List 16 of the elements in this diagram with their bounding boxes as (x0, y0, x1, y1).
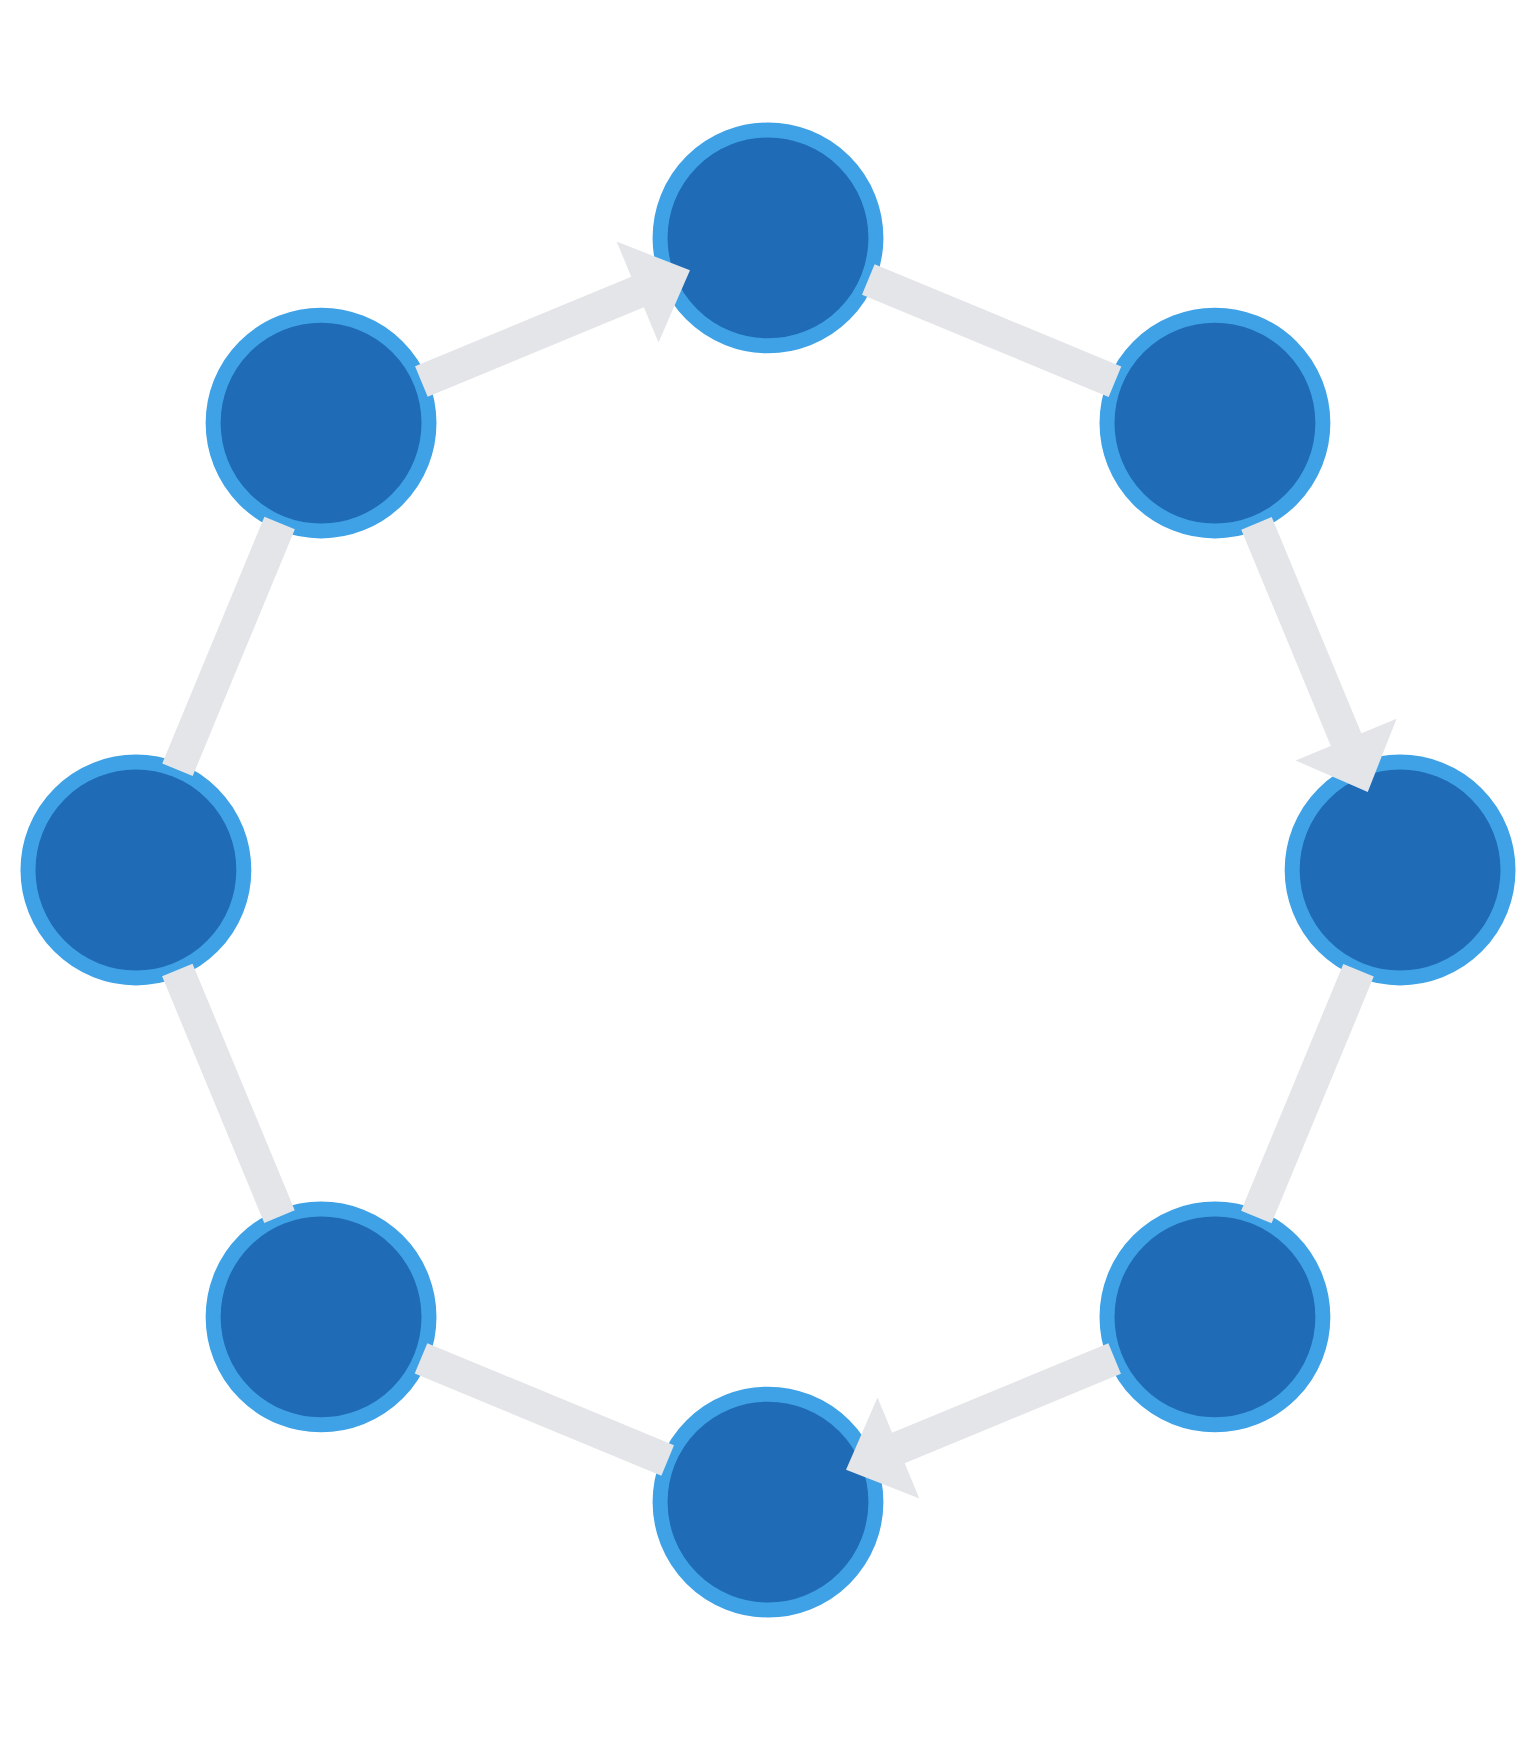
node-circle (652, 1386, 884, 1618)
node-circle (205, 307, 437, 539)
connector (162, 516, 295, 776)
connector (862, 264, 1122, 397)
arrow (415, 241, 690, 397)
node-circle (1099, 1201, 1331, 1433)
node-circle (1284, 754, 1516, 986)
node-circle (652, 122, 884, 354)
arrow (1241, 517, 1397, 792)
connector (162, 963, 295, 1223)
connector (1241, 963, 1374, 1224)
node-circle (205, 1201, 437, 1433)
arrow (846, 1343, 1121, 1499)
node-circle (20, 754, 252, 986)
connector (414, 1343, 675, 1476)
node-circle (1099, 307, 1331, 539)
